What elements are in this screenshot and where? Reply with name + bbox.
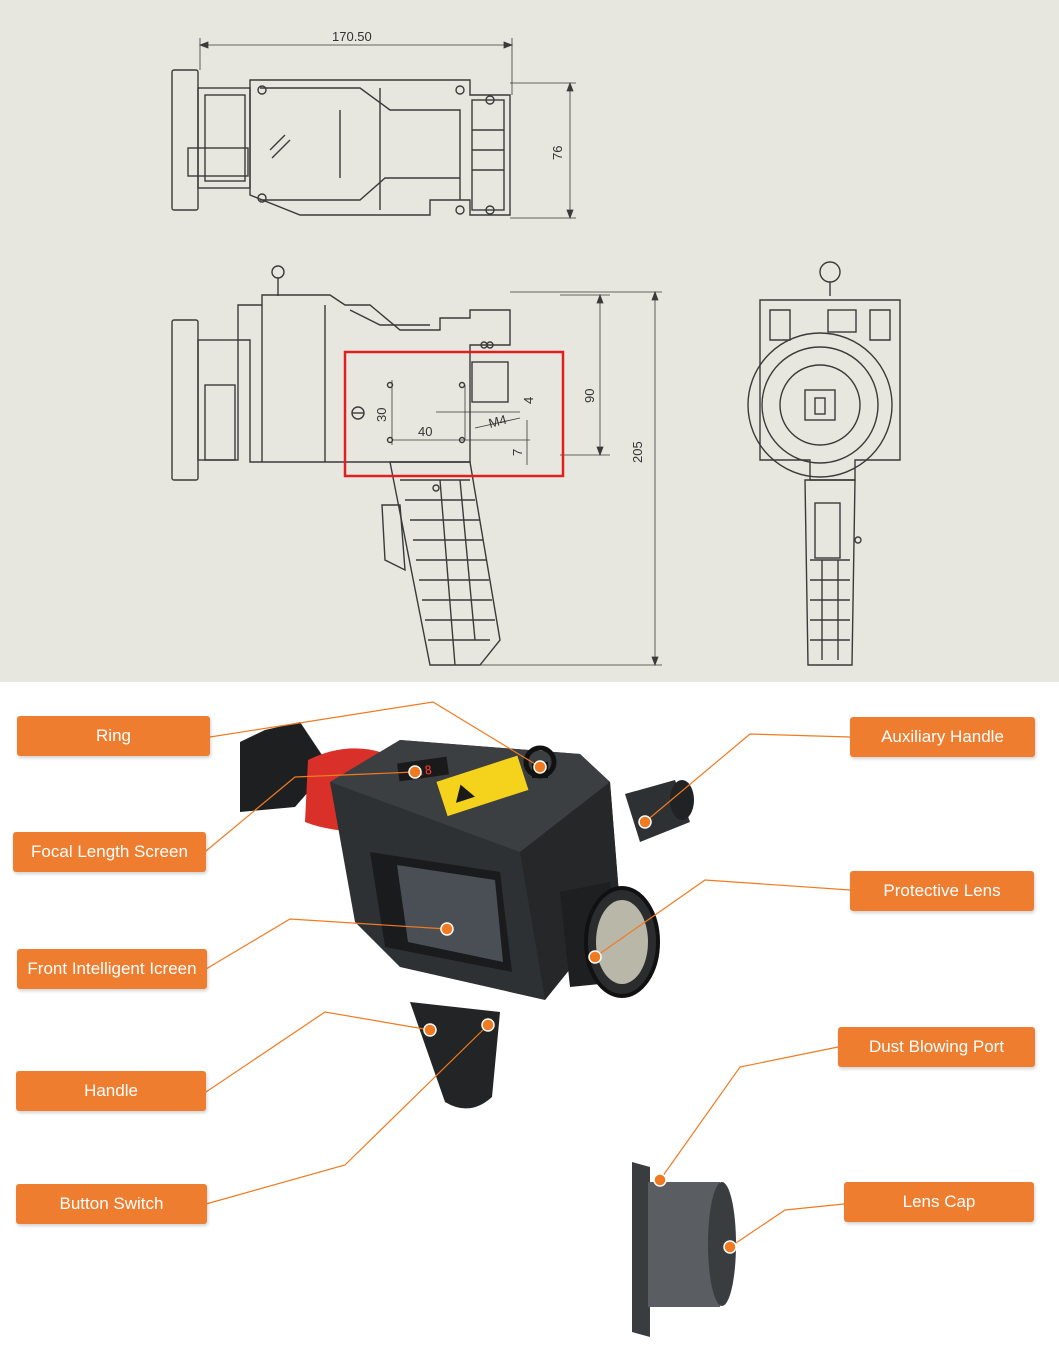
label-dust-blowing-port: Dust Blowing Port	[838, 1027, 1035, 1067]
dim-mount-vertical: 30	[374, 408, 389, 422]
label-focal-length-screen: Focal Length Screen	[13, 832, 206, 872]
labeled-photo-panel: 8.8	[0, 682, 1059, 1358]
leader-lines	[205, 701, 851, 1248]
top-view-drawing	[171, 69, 511, 216]
side-height-dimensions	[480, 290, 662, 667]
label-ring: Ring	[17, 716, 210, 756]
top-height-dimension	[510, 81, 576, 220]
technical-drawing-panel: 170.50 76 90 205 30 40 4 M4 7	[0, 0, 1059, 682]
dim-top-width: 170.50	[332, 29, 372, 44]
dim-top-height: 76	[550, 146, 565, 160]
technical-drawing: 170.50 76 90 205 30 40 4 M4 7	[171, 29, 901, 667]
grip-handle-shape	[410, 1002, 500, 1109]
dim-side-height-upper: 90	[582, 389, 597, 403]
dim-mount-offset-top: 4	[521, 397, 536, 404]
device-illustration: 8.8	[205, 701, 851, 1337]
label-auxiliary-handle: Auxiliary Handle	[850, 717, 1035, 757]
warning-label-icon	[436, 755, 529, 817]
mount-dimensions	[391, 380, 530, 465]
mount-highlight-box	[343, 350, 565, 478]
label-handle: Handle	[16, 1071, 206, 1111]
front-view-drawing	[747, 261, 901, 666]
top-width-dimension	[198, 38, 514, 95]
callout-dots	[408, 760, 737, 1254]
dim-mount-offset-bottom: 7	[510, 449, 525, 456]
dim-mount-thread: M4	[487, 412, 508, 431]
label-protective-lens: Protective Lens	[850, 871, 1034, 911]
label-front-intelligent-screen: Front Intelligent Icreen	[17, 949, 207, 989]
dim-mount-horizontal: 40	[418, 424, 432, 439]
label-lens-cap: Lens Cap	[844, 1182, 1034, 1222]
label-button-switch: Button Switch	[16, 1184, 207, 1224]
dim-side-height-total: 205	[630, 441, 645, 463]
side-view-drawing	[171, 265, 511, 666]
